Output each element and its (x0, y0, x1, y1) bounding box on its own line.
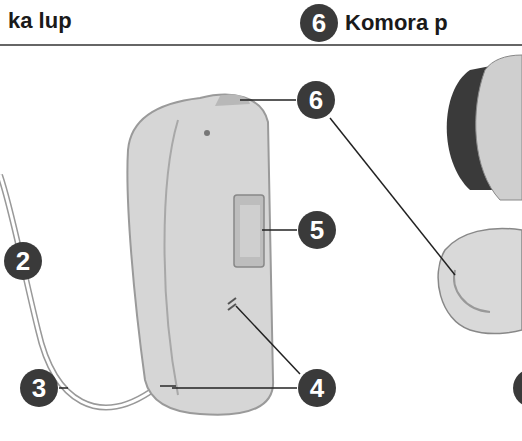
callout-number: 4 (298, 369, 336, 407)
part-name: Komora p (345, 12, 448, 34)
callout-number: 5 (298, 211, 336, 249)
callout-number: 2 (4, 242, 42, 280)
callout-number: 6 (297, 81, 335, 119)
part-name: ka lup (8, 10, 72, 32)
callout-number: 3 (20, 369, 58, 407)
callout-number: 6 (300, 4, 338, 42)
